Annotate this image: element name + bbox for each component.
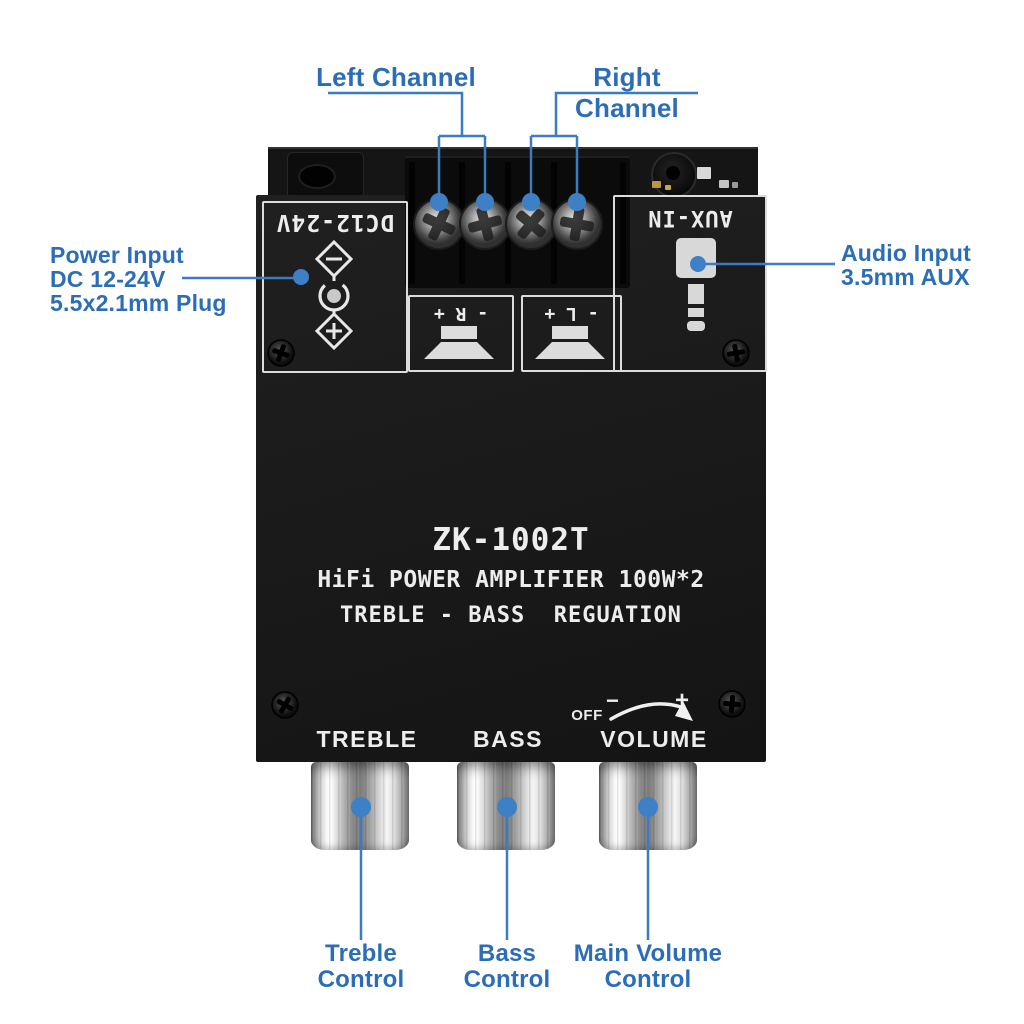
main-volume-line2: Control <box>604 966 692 993</box>
smd-component <box>732 182 738 188</box>
smd-component <box>697 167 711 179</box>
audio-input-line1: Audio Input <box>841 240 971 266</box>
panel-screw <box>722 339 750 367</box>
treble-silk-label: TREBLE <box>316 726 418 752</box>
bass-control-callout-label: Bass Control <box>427 941 587 993</box>
regulation-title-label: TREBLE - BASS REGUATION <box>340 603 682 628</box>
power-input-line1: Power Input <box>50 242 184 268</box>
terminal-screw <box>413 198 465 250</box>
right-channel-pointer-line <box>529 91 698 194</box>
aux-input-box: AUX-IN <box>613 195 767 372</box>
right-channel-callout-label: Right Channel <box>575 62 679 123</box>
main-volume-line1: Main Volume <box>573 940 723 967</box>
callout-dot <box>638 797 658 817</box>
panel-screw <box>271 691 299 719</box>
callout-dot <box>430 193 448 211</box>
terminal-divider <box>620 162 626 284</box>
callout-dot <box>690 256 706 272</box>
speaker-icon <box>424 326 494 359</box>
bass-control-line2: Control <box>463 966 551 993</box>
dc-jack-opening <box>298 164 336 189</box>
callout-dot <box>497 797 517 817</box>
speaker-icon <box>535 326 605 359</box>
terminal-divider <box>409 162 415 284</box>
volume-off-label: OFF <box>571 707 603 724</box>
right-speaker-output-box: - R + <box>408 295 514 372</box>
model-number-label: ZK-1002T <box>432 522 590 558</box>
volume-range-arrow-icon <box>609 701 693 721</box>
treble-control-line2: Control <box>317 966 405 993</box>
smd-component <box>652 181 661 188</box>
left-channel-pointer-line <box>328 91 487 194</box>
dc-polarity-icon <box>314 239 354 350</box>
left-speaker-output-box: - L + <box>521 295 622 372</box>
speaker-terminal-block <box>405 156 630 288</box>
smd-component <box>665 185 671 190</box>
panel-screw <box>267 339 295 367</box>
callout-dot <box>293 269 309 285</box>
volume-minus-label: − <box>606 688 619 713</box>
callout-dot <box>351 797 371 817</box>
power-input-line2: DC 12-24V <box>50 266 166 292</box>
front-panel <box>256 195 766 762</box>
audio-input-callout-label: Audio Input 3.5mm AUX <box>841 241 1011 289</box>
terminal-screw <box>551 198 603 250</box>
smd-component <box>719 180 729 188</box>
left-channel-callout-label: Left Channel <box>316 62 476 92</box>
power-input-callout-label: Power Input DC 12-24V 5.5x2.1mm Plug <box>50 243 275 315</box>
callout-dot <box>522 193 540 211</box>
power-input-line3: 5.5x2.1mm Plug <box>50 290 227 316</box>
callout-dot <box>568 193 586 211</box>
treble-control-line1: Treble <box>325 940 397 967</box>
treble-control-callout-label: Treble Control <box>281 941 441 993</box>
bass-silk-label: BASS <box>473 726 543 752</box>
amplifier-title-label: HiFi POWER AMPLIFIER 100W*2 <box>317 567 705 593</box>
callout-dot <box>476 193 494 211</box>
audio-input-line2: 3.5mm AUX <box>841 264 970 290</box>
terminal-screws <box>413 198 603 250</box>
bass-control-line1: Bass <box>477 940 537 967</box>
main-volume-control-callout-label: Main Volume Control <box>548 941 748 993</box>
volume-silk-label: VOLUME <box>600 726 708 752</box>
panel-screw <box>718 690 746 718</box>
aux-jack-opening <box>666 166 680 180</box>
power-input-box: DC12-24V <box>262 201 408 373</box>
